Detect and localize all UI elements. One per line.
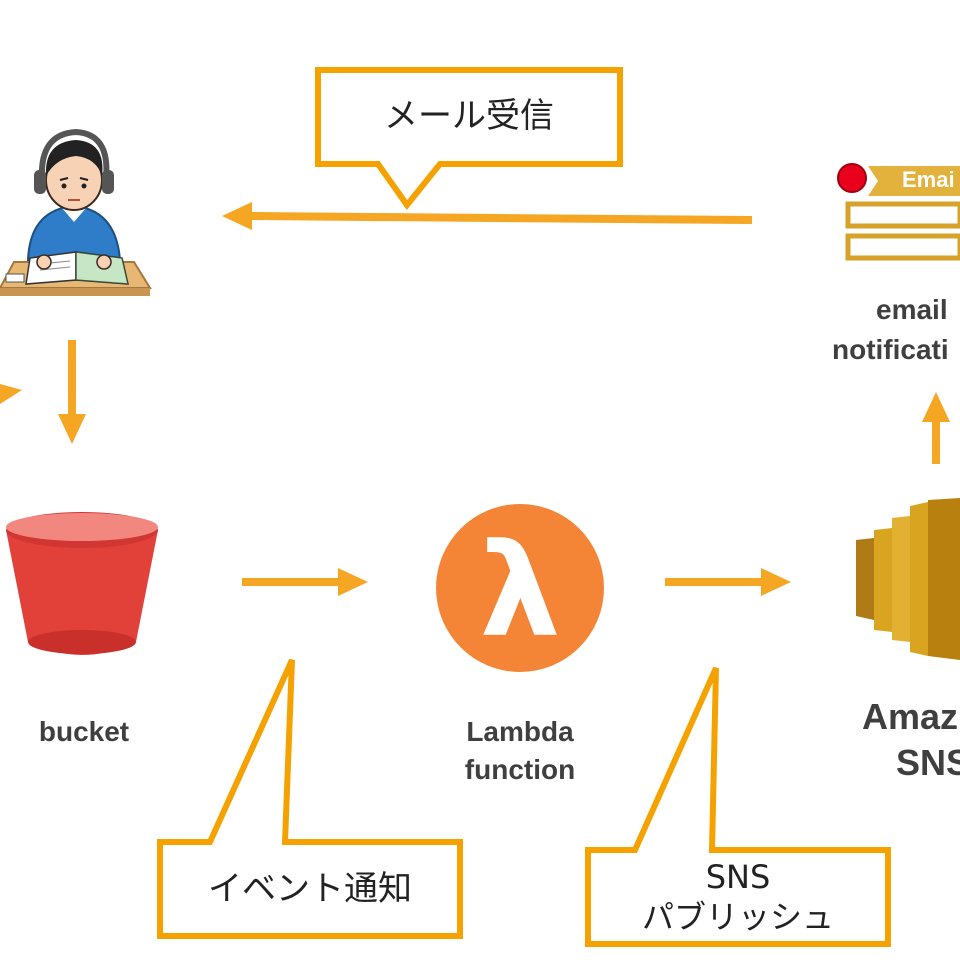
lambda-label-line2: function [464,754,576,785]
sns-label-line1: Amaz [862,696,959,737]
bucket-label: bucket [38,716,130,747]
callout-mail-receive [315,67,623,210]
bucket-icon [6,512,158,655]
lambda-symbol: λ [479,517,561,666]
callout-sns-publish-text-line1: SNS [705,858,771,896]
email-tag-text: Emai [902,167,955,192]
arrow-partial-left [0,384,22,404]
arrow-email-to-user [222,202,753,230]
callout-mail-receive-text: メール受信 [384,96,554,136]
email-icon [837,163,960,261]
arrow-lambda-to-sns [665,568,791,596]
arrow-sns-to-email [922,392,950,464]
callout-event-notify [157,658,463,939]
sns-icon [856,498,960,660]
student-icon [0,128,152,296]
callout-sns-publish-text-line2: パブリッシュ [641,898,834,936]
sns-label-line2: SNS [896,742,960,783]
callout-event-notify-text: イベント通知 [208,869,412,909]
callout-sns-publish [585,666,891,947]
arrow-bucket-to-lambda [242,568,368,596]
lambda-label-line1: Lambda [466,716,574,747]
email-label-line1: email [876,294,948,325]
email-label-line2: notificati [832,334,949,365]
lambda-icon [436,504,604,672]
arrow-user-to-bucket [58,340,86,444]
